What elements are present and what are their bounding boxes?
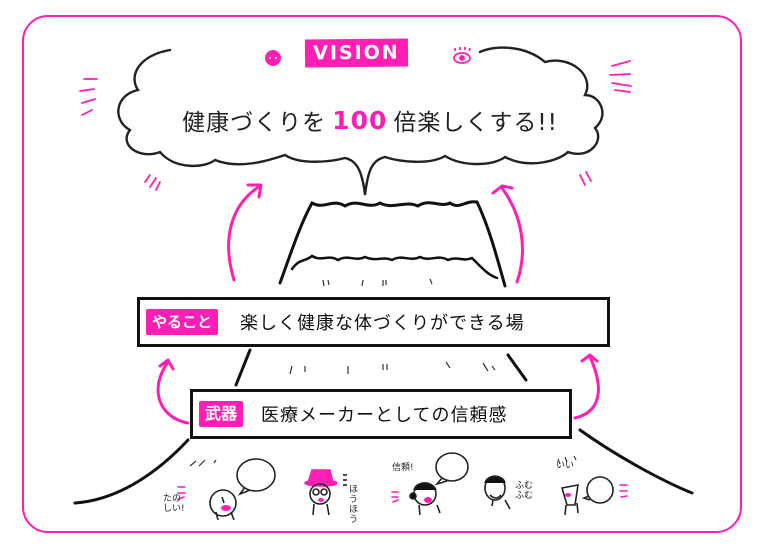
vision-statement: 健康づくりを 100 倍楽しくする!! (170, 100, 570, 140)
mountain-base-left (73, 438, 190, 505)
mountain-mid-texture (289, 361, 496, 375)
person-1-icon (209, 458, 276, 521)
arrow-up-left-to-cloud (227, 183, 263, 282)
vision-cloud (117, 46, 604, 196)
pink-rounded-frame (22, 15, 742, 533)
person-5-remark: いい (556, 461, 575, 471)
vision-statement-after: 倍楽しくする!! (393, 110, 558, 136)
cloud-emphasis-marks (79, 60, 632, 191)
mountain-slope-right-mid (506, 353, 528, 382)
arrow-right-weapon-to-action (573, 353, 600, 420)
mountain-base-right (578, 428, 694, 495)
action-text: 楽しく健康な体づくりができる場 (240, 313, 525, 334)
action-banner: やること 楽しく健康な体づくりができる場 (137, 297, 610, 347)
weapon-banner: 武器 医療メーカーとしての信頼感 (190, 389, 572, 439)
person-3-remark: 信頼! (392, 463, 414, 473)
person-4-remark: ふむふむ (515, 481, 534, 501)
mountain-snowline (290, 254, 499, 280)
base-texture (189, 455, 577, 467)
person-2-pink-hat-icon (304, 469, 347, 516)
bubble-face-icon (265, 50, 281, 66)
action-tag: やること (146, 309, 219, 335)
people-emphasis-marks (177, 484, 628, 503)
weapon-tag: 武器 (199, 401, 244, 427)
weapon-text: 医療メーカーとしての信頼感 (261, 405, 508, 426)
mountain-texture (322, 278, 433, 287)
audience-group (209, 452, 614, 521)
mountain-peak (278, 200, 507, 288)
vision-statement-highlight: 100 (332, 105, 388, 135)
vision-statement-before: 健康づくりを (182, 110, 327, 136)
person-3-icon (409, 452, 469, 516)
arrow-up-right-to-cloud (491, 184, 524, 284)
vision-badge: VISION (304, 38, 409, 68)
mountain-slope-left-mid (234, 348, 252, 387)
person-5-icon (560, 476, 614, 516)
person-1-remark: たのしい! (163, 494, 185, 514)
person-4-icon (484, 475, 511, 510)
arrow-left-weapon-to-action (156, 358, 190, 425)
person-2-remark: ほうほう (349, 485, 359, 525)
eye-icon (453, 47, 471, 64)
